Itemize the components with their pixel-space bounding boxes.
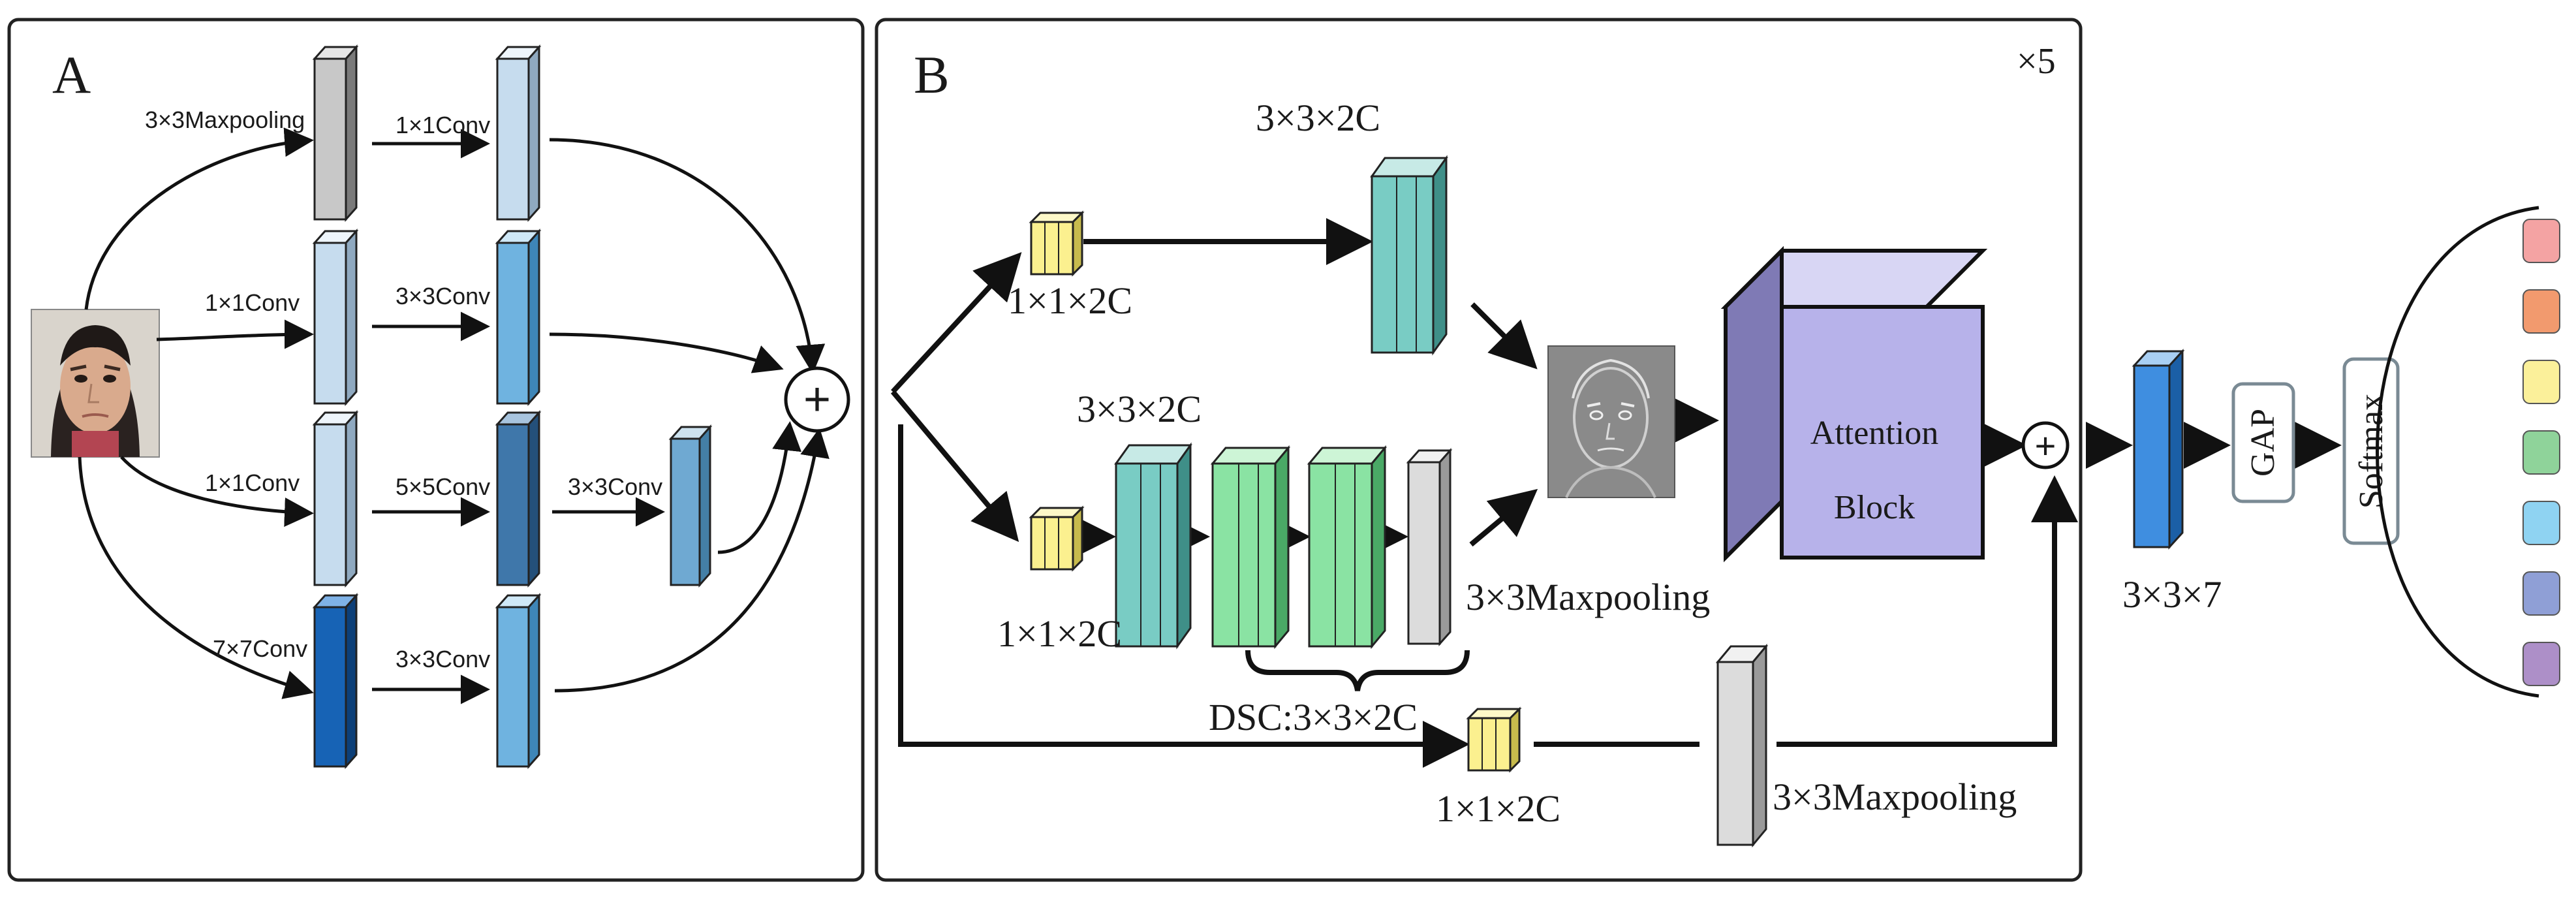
class-swatch xyxy=(2522,501,2560,545)
block-b-dsc-2 xyxy=(1307,445,1388,650)
block-b-mid-conv xyxy=(1114,442,1192,650)
gap-box: GAP xyxy=(2231,382,2295,503)
block-a-b3-conv3 xyxy=(668,424,713,588)
label-a-b4-in: 7×7Conv xyxy=(213,635,307,662)
block-a-b2-in xyxy=(312,229,359,406)
panel-a-sum-node: + xyxy=(784,366,850,433)
block-a-b2-conv xyxy=(495,229,542,406)
class-swatch xyxy=(2522,430,2560,475)
class-swatch xyxy=(2522,360,2560,404)
panel-a-letter: A xyxy=(52,45,91,104)
block-a-b4-in xyxy=(312,593,359,769)
label-b-top-in: 1×1×2C xyxy=(1008,279,1132,322)
attention-block: Attention Block xyxy=(1720,245,1988,563)
label-a-b2-in: 1×1Conv xyxy=(205,289,300,316)
label-a-b2-conv: 3×3Conv xyxy=(396,283,490,309)
block-a-b3-in xyxy=(312,410,359,588)
block-a-b1-conv xyxy=(495,44,542,222)
label-b-dsc: DSC:3×3×2C xyxy=(1209,696,1418,738)
panel-a-connectors xyxy=(78,127,830,704)
attention-map-image xyxy=(1547,345,1675,498)
block-b-bot-in xyxy=(1466,706,1522,773)
block-a-b3-conv5 xyxy=(495,410,542,588)
block-b-top-in xyxy=(1029,210,1085,277)
label-b-top-conv: 3×3×2C xyxy=(1256,97,1380,139)
block-a-maxpool xyxy=(312,44,359,222)
gap-label: GAP xyxy=(2244,409,2282,477)
label-b-mid-conv: 3×3×2C xyxy=(1077,388,1202,430)
attention-label-line2: Block xyxy=(1834,489,1915,526)
panel-b-sum-node: + xyxy=(2021,421,2070,469)
block-a-b4-conv xyxy=(495,593,542,769)
label-a-b3-conv3: 3×3Conv xyxy=(568,473,662,500)
label-a-b3-conv5: 5×5Conv xyxy=(396,473,490,500)
label-a-b3-in: 1×1Conv xyxy=(205,469,300,496)
block-b-bot-pool xyxy=(1715,643,1769,848)
panel-b-frame xyxy=(875,18,2083,882)
block-head-output xyxy=(2132,349,2185,550)
panel-b-sum-symbol: + xyxy=(2035,425,2056,466)
class-swatch xyxy=(2522,571,2560,616)
label-b-mid-pool: 3×3Maxpooling xyxy=(1466,576,1710,618)
attention-label-line1: Attention xyxy=(1810,415,1938,452)
block-b-mid-in xyxy=(1029,505,1085,572)
class-swatches xyxy=(2522,219,2560,686)
label-b-mid-in: 1×1×2C xyxy=(997,612,1122,655)
softmax-label: Softmax xyxy=(2353,394,2390,509)
label-b-bot-pool: 3×3Maxpooling xyxy=(1773,776,2017,818)
class-swatch xyxy=(2522,289,2560,334)
label-a-maxpool: 3×3Maxpooling xyxy=(145,106,305,133)
class-swatch xyxy=(2522,219,2560,263)
class-swatch xyxy=(2522,642,2560,686)
output-bracket xyxy=(2376,206,2539,698)
panel-b-connectors xyxy=(890,218,2078,768)
repeat-label: ×5 xyxy=(2017,41,2056,82)
label-b-bot-in: 1×1×2C xyxy=(1436,787,1560,830)
dsc-brace xyxy=(1245,650,1470,691)
block-b-mid-pool xyxy=(1406,448,1453,646)
label-a-b1-conv: 1×1Conv xyxy=(396,112,490,138)
label-a-b4-conv: 3×3Conv xyxy=(396,646,490,672)
panel-a-sum-symbol: + xyxy=(803,373,831,426)
block-b-top-conv xyxy=(1370,155,1448,356)
panel-a-frame xyxy=(7,18,865,882)
label-head-output: 3×3×7 xyxy=(2122,573,2222,616)
face-input-image xyxy=(31,309,160,458)
panel-b-letter: B xyxy=(914,45,950,104)
softmax-box: Softmax xyxy=(2342,357,2400,545)
block-b-dsc-1 xyxy=(1210,445,1291,650)
